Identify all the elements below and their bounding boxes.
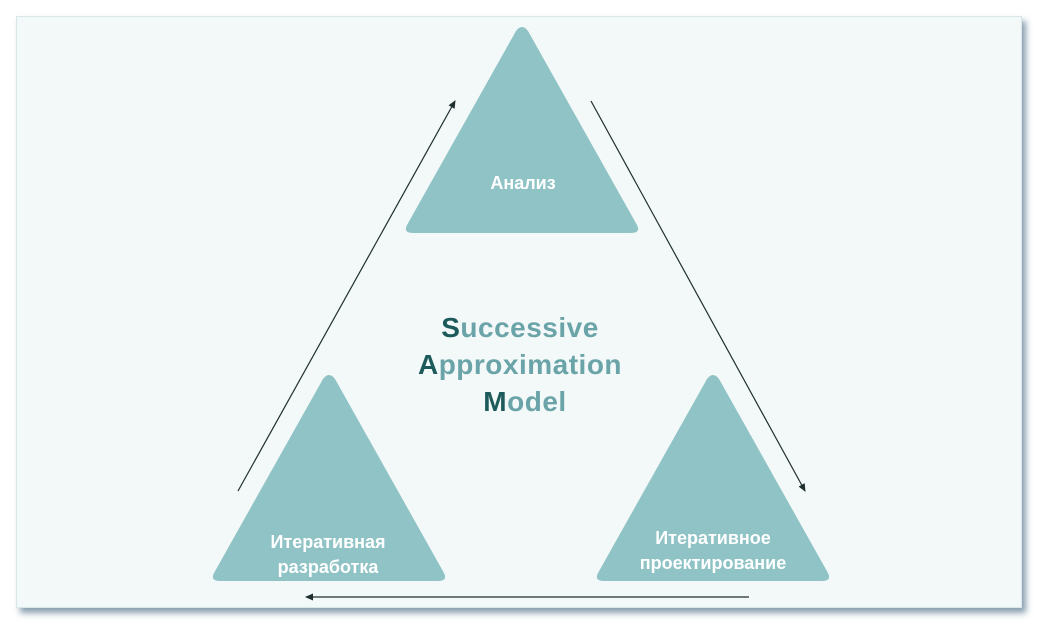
title-line-model: Model — [483, 386, 566, 417]
triangle-iterative-development — [212, 375, 446, 581]
node-iterative-development: Итеративная разработка — [212, 375, 446, 581]
title-line-approximation: Approximation — [418, 349, 622, 380]
triangle-analysis — [405, 27, 639, 233]
node-analysis: Анализ — [405, 27, 639, 233]
label-iterative-development-line1: Итеративная — [270, 532, 385, 552]
slide: Анализ Итеративная разработка Итеративно… — [16, 16, 1022, 608]
label-analysis: Анализ — [490, 173, 555, 193]
triangle-iterative-design — [596, 375, 830, 581]
label-iterative-development-line2: разработка — [278, 557, 380, 577]
model-title: Successive Approximation Model — [418, 312, 622, 417]
arrow-development-to-analysis — [237, 100, 456, 492]
title-line-successive: Successive — [441, 312, 599, 343]
label-iterative-design-line1: Итеративное — [655, 528, 771, 548]
label-iterative-design-line2: проектирование — [640, 553, 787, 573]
sam-diagram: Анализ Итеративная разработка Итеративно… — [212, 27, 830, 601]
arrow-analysis-to-design — [590, 100, 806, 492]
node-iterative-design: Итеративное проектирование — [596, 375, 830, 581]
